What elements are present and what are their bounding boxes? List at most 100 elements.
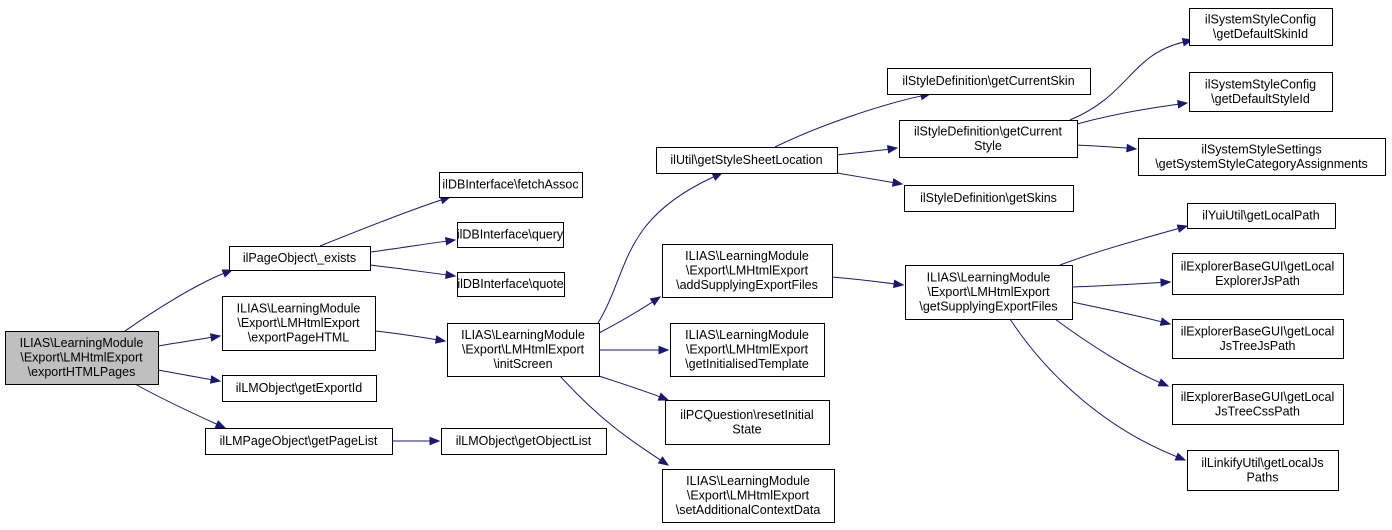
node-label-line: JsTreeCssPath [1215,404,1300,418]
edge-line [597,176,715,324]
node-box [662,244,833,298]
arrowhead-icon [429,436,441,446]
node-getStyleSheetLocation[interactable]: ilUtil\getStyleSheetLocation [656,147,838,174]
edge-line [774,95,922,148]
node-getSupplyingExportFiles[interactable]: ILIAS\LearningModule\Export\LMHtmlExport… [905,265,1073,320]
edge-getSupplyingExportFiles-to-getLocalJsTreeCssPath [1054,318,1170,387]
edge-line [836,148,889,156]
node-getSkins[interactable]: ilStyleDefinition\getSkins [904,185,1074,212]
edge-line [1071,301,1162,323]
node-label-line: \Export\LMHtmlExport [687,489,810,503]
node-label-line: ilSystemStyleConfig [1205,12,1316,26]
node-box [441,428,607,455]
node-label-line: JsTreeJsPath [1220,339,1296,353]
node-label-line: ILIAS\LearningModule [927,271,1051,285]
node-box [222,296,376,351]
arrowhead-icon [887,144,899,154]
edge-initScreen-to-resetInitialState [598,375,670,401]
node-root[interactable]: ILIAS\LearningModule\Export\LMHtmlExport… [5,331,159,385]
node-addSupplyingExportFiles[interactable]: ILIAS\LearningModule\Export\LMHtmlExport… [662,244,833,298]
node-getDefaultStyleId[interactable]: ilSystemStyleConfig\getDefaultStyleId [1189,72,1333,112]
node-label-line: ilExplorerBaseGUI\getLocal [1181,324,1335,338]
node-label-line: ilLMObject\getExportId [236,381,362,395]
node-box [904,185,1074,212]
node-label-line: ILIAS\LearningModule [237,302,361,316]
node-getSystemStyleCategoryAssignments[interactable]: ilSystemStyleSettings\getSystemStyleCate… [1138,138,1386,176]
node-getPageList[interactable]: ilLMPageObject\getPageList [205,428,393,455]
arrowhead-icon [891,178,904,187]
node-box [457,222,564,248]
edge-getCurrentStyle-to-getDefaultStyleId [1076,99,1189,125]
node-box [670,323,825,377]
node-label-line: State [732,422,761,436]
arrowhead-icon [1177,99,1189,109]
node-fetchAssoc[interactable]: ilDBInterface\fetchAssoc [439,172,583,198]
node-label-line: ilYuiUtil\getLocalPath [1202,209,1319,223]
call-edges [124,38,1194,466]
arrowhead-icon [1176,224,1189,233]
node-label-line: ilExplorerBaseGUI\getLocal [1181,259,1335,273]
node-getExportId[interactable]: ilLMObject\getExportId [222,375,377,402]
node-label-line: \Export\LMHtmlExport [462,343,585,357]
node-label-line: ilStyleDefinition\getCurrentSkin [902,74,1074,88]
node-quote[interactable]: ilDBInterface\quote [457,272,565,297]
node-label-line: \Export\LMHtmlExport [20,351,143,365]
node-label-line: ilSystemStyleConfig [1205,77,1316,91]
edge-line [1054,318,1160,383]
node-label-line: \addSupplyingExportFiles [676,278,818,292]
edge-initScreen-to-addSupplyingExportFiles [598,296,662,334]
arrowhead-icon [658,345,670,355]
arrowhead-icon [657,456,670,466]
edge-line [836,172,894,184]
arrowhead-icon [214,420,227,429]
arrowhead-icon [445,270,457,280]
node-box [5,331,159,385]
arrowhead-icon [1157,378,1170,387]
node-box [899,120,1078,158]
edge-line [1059,227,1179,266]
node-label-line: ilLinkifyUtil\getLocalJs [1201,456,1323,470]
node-setAdditionalContextData[interactable]: ILIAS\LearningModule\Export\LMHtmlExport… [662,469,835,523]
edge-line [319,199,442,247]
node-label-line: \Export\LMHtmlExport [927,285,1050,299]
node-label-line: ilPCQuestion\resetInitial [680,408,813,422]
edge-root-to-getPageList [134,383,227,429]
node-label-line: \exportHTMLPages [28,365,136,379]
arrowhead-icon [649,296,662,306]
node-label-line: \Export\LMHtmlExport [237,316,360,330]
edge-line [124,272,224,332]
edge-getStyleSheetLocation-to-getCurrentStyle [836,144,899,156]
node-getDefaultSkinId[interactable]: ilSystemStyleConfig\getDefaultSkinId [1189,8,1333,46]
edge-getSupplyingExportFiles-to-linkifyGetLocalJsPaths [1009,318,1187,461]
node-exportPageHTML[interactable]: ILIAS\LearningModule\Export\LMHtmlExport… [222,296,376,351]
arrowhead-icon [1126,143,1138,153]
arrowhead-icon [1160,278,1172,287]
edge-line [157,369,212,381]
node-getObjectList[interactable]: ilLMObject\getObjectList [441,428,607,455]
edge-getCurrentStyle-to-getSystemStyleCategoryAssignments [1076,143,1138,153]
node-label-line: \Export\LMHtmlExport [686,343,809,357]
node-box [1187,450,1339,491]
node-box [656,147,838,174]
node-yuiGetLocalPath[interactable]: ilYuiUtil\getLocalPath [1187,203,1336,229]
node-pageobj_exists[interactable]: ilPageObject\_exists [229,246,371,271]
edge-line [559,375,661,461]
node-query[interactable]: ilDBInterface\query [457,222,564,248]
node-initScreen[interactable]: ILIAS\LearningModule\Export\LMHtmlExport… [447,323,600,377]
edge-line [157,336,212,347]
node-box [665,400,830,445]
node-label-line: ilExplorerBaseGUI\getLocal [1181,390,1335,404]
arrowhead-icon [209,375,222,384]
edge-line [1009,318,1177,458]
node-label-line: ILIAS\LearningModule [461,328,585,342]
node-label-line: ilDBInterface\fetchAssoc [442,178,578,192]
node-getInitialisedTemplate[interactable]: ILIAS\LearningModule\Export\LMHtmlExport… [670,323,825,377]
node-box [1138,138,1386,176]
node-getCurrentSkin[interactable]: ilStyleDefinition\getCurrentSkin [887,68,1091,95]
